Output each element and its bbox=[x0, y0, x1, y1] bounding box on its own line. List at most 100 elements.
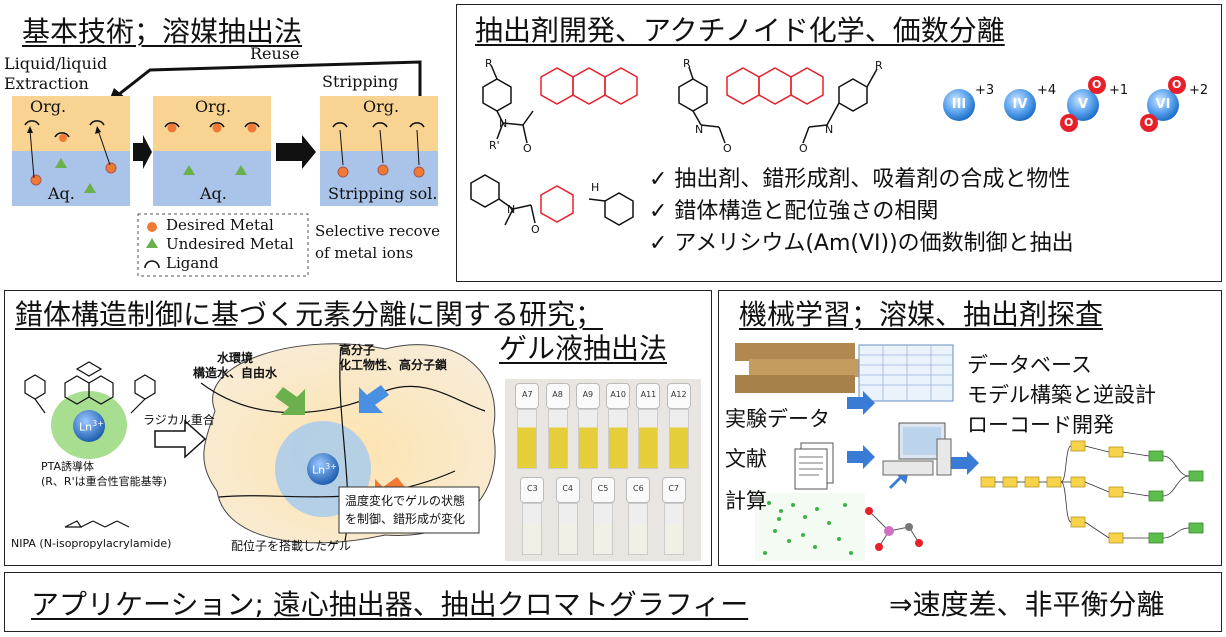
vial-cap: C4 bbox=[555, 477, 580, 503]
ion-iv-charge: +4 bbox=[1037, 83, 1057, 98]
vial: C6 bbox=[626, 477, 651, 559]
ion-iii-charge: +3 bbox=[975, 83, 995, 98]
vial: A8 bbox=[545, 383, 570, 473]
ml-literature: 文献 bbox=[725, 447, 767, 471]
vial-label: A7 bbox=[522, 390, 533, 399]
vial-cap: C3 bbox=[520, 477, 545, 503]
vial-body bbox=[522, 503, 543, 555]
mol2-r2: R bbox=[875, 59, 883, 72]
mol1-o: O bbox=[523, 142, 532, 155]
step-arrow-2 bbox=[276, 135, 316, 169]
ml-experimental-data: 実験データ bbox=[725, 407, 830, 431]
vial-label: C3 bbox=[526, 484, 538, 493]
ion-v-label: V bbox=[1077, 97, 1089, 112]
aq-label-1: Aq. bbox=[48, 184, 75, 203]
green-arrow bbox=[275, 387, 305, 415]
vial-label: C5 bbox=[597, 484, 609, 493]
vial-body bbox=[628, 503, 649, 555]
panel-extractant-development: 抽出剤開発、アクチノイド化学、価数分離 bbox=[456, 4, 1222, 282]
org-label-3: Org. bbox=[363, 97, 400, 116]
extraction-diagram bbox=[12, 60, 438, 277]
vial: A9 bbox=[575, 383, 600, 473]
polymer-label: 高分子 化工物性、高分子鎖 bbox=[339, 343, 448, 372]
vial-cap: A11 bbox=[636, 383, 661, 409]
vial-body bbox=[557, 503, 578, 555]
application-result: ⇒速度差、非平衡分離 bbox=[889, 588, 1165, 621]
vial-body bbox=[608, 409, 629, 469]
mol1-r: R bbox=[485, 57, 493, 70]
legend-undesired: Undesired Metal bbox=[166, 235, 294, 253]
ion-vi-label: VI bbox=[1155, 97, 1171, 112]
panel-solvent-extraction: 基本技術；溶媒抽出法 bbox=[0, 0, 452, 282]
vial-cap: A7 bbox=[515, 383, 540, 409]
ln-center: Ln3+ bbox=[312, 462, 337, 477]
oxo-3: O bbox=[1172, 78, 1182, 91]
radical-label: ラジカル重合 bbox=[143, 413, 215, 427]
mol1-rp: R' bbox=[489, 139, 500, 152]
aq-label-2: Aq. bbox=[200, 184, 227, 203]
selective-recovery-label: Selective recove of metal ions bbox=[315, 222, 441, 262]
vial-label: C6 bbox=[632, 484, 644, 493]
bullet-synthesis: ✓ 抽出剤、錯形成剤、吸着剤の合成と物性 bbox=[649, 167, 1071, 192]
vial-row-top: A7 A8 A9 A10 A11 A12 bbox=[509, 383, 697, 473]
mol2-o1: O bbox=[723, 142, 732, 155]
vial-cap: A12 bbox=[666, 383, 691, 409]
vial: A12 bbox=[666, 383, 691, 473]
extraction-label: Liquid/liquid Extraction bbox=[4, 54, 108, 93]
mol2-o2: O bbox=[799, 142, 808, 155]
vial-cap: C5 bbox=[591, 477, 615, 503]
vial-cap: A9 bbox=[575, 383, 600, 409]
vial-label: A10 bbox=[610, 390, 626, 399]
vial-label: C4 bbox=[562, 484, 573, 493]
panel2-title: 抽出剤開発、アクチノイド化学、価数分離 bbox=[475, 14, 1005, 47]
vial-row-bottom: C3 C4 C5 C6 C7 bbox=[509, 477, 697, 559]
vial: C5 bbox=[591, 477, 615, 559]
mol3-h: H bbox=[591, 181, 600, 194]
bullet-americium: ✓ アメリシウム(Am(VI))の価数制御と抽出 bbox=[649, 231, 1074, 256]
ml-model-building: モデル構築と逆設計 bbox=[967, 383, 1156, 407]
radical-arrow bbox=[154, 419, 207, 459]
vial: A11 bbox=[636, 383, 661, 473]
vial-label: A8 bbox=[552, 390, 563, 399]
ion-v-charge: +1 bbox=[1109, 83, 1129, 98]
panel-machine-learning: 機械学習；溶媒、抽出剤探査 bbox=[718, 290, 1222, 566]
vial-label: C7 bbox=[668, 484, 679, 493]
ln-left: Ln3+ bbox=[79, 419, 104, 434]
application-text: アプリケーション; 遠心抽出器、抽出クロマトグラフィー bbox=[31, 583, 748, 623]
oxo-2: O bbox=[1064, 116, 1074, 129]
org-label-1: Org. bbox=[30, 97, 67, 116]
arrow-computer bbox=[951, 451, 979, 475]
pta-label: PTA誘導体 (R、R'は重合性官能基等) bbox=[41, 460, 167, 488]
vial-label: A11 bbox=[640, 390, 657, 399]
mol3-n: N bbox=[507, 203, 516, 216]
vial-cap: A10 bbox=[606, 383, 631, 409]
vial-body bbox=[668, 409, 689, 469]
vial-cap: A8 bbox=[545, 383, 570, 409]
panel1-title: 基本技術；溶媒抽出法 bbox=[22, 15, 303, 48]
legend-desired: Desired Metal bbox=[166, 216, 274, 234]
mol2-n1: N bbox=[695, 123, 704, 136]
reuse-arrow bbox=[117, 60, 422, 100]
vial: C4 bbox=[555, 477, 580, 559]
gel-label: 配位子を搭載したゲル bbox=[231, 539, 352, 553]
vial: C3 bbox=[520, 477, 545, 559]
blue-arrow bbox=[359, 385, 389, 413]
panel-gel-extraction: 錯体構造制御に基づく元素分離に関する研究； ゲル液抽出法 bbox=[4, 290, 712, 566]
panel4-title: 機械学習；溶媒、抽出剤探査 bbox=[739, 298, 1104, 331]
molecule-structures bbox=[470, 64, 1186, 226]
ml-low-code: ローコード開発 bbox=[967, 413, 1114, 437]
vial-body bbox=[547, 409, 568, 469]
ion-iv-label: IV bbox=[1012, 97, 1028, 112]
mol2-r1: R bbox=[683, 57, 691, 70]
arrow-data bbox=[847, 391, 875, 415]
step-arrow-1 bbox=[133, 135, 152, 169]
panel3-subtitle: ゲル液抽出法 bbox=[499, 332, 668, 365]
vial-cap: C6 bbox=[626, 477, 651, 503]
ml-diagram bbox=[735, 343, 1204, 561]
vial-cap: C7 bbox=[661, 477, 686, 503]
temperature-note: 温度変化でゲルの状態 を制御、錯形成が変化 bbox=[345, 494, 466, 526]
mol1-n: N bbox=[499, 117, 508, 130]
oxo-1: O bbox=[1092, 78, 1102, 91]
mol2-n2: N bbox=[825, 123, 834, 136]
water-label: 水環境 構造水、自由水 bbox=[193, 351, 278, 380]
